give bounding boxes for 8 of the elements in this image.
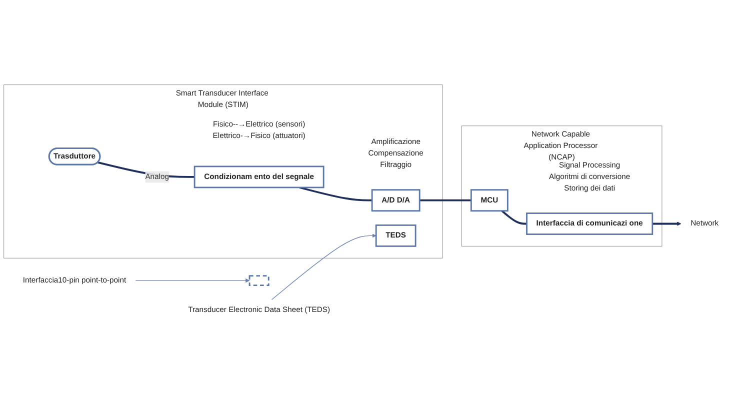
node-bar bbox=[248, 274, 270, 286]
arrow bbox=[135, 278, 250, 282]
connector bbox=[299, 186, 372, 202]
connector bbox=[501, 210, 527, 224]
connector bbox=[420, 199, 472, 202]
connector bbox=[98, 161, 195, 178]
arrow bbox=[271, 233, 376, 300]
arrow bbox=[652, 221, 682, 226]
